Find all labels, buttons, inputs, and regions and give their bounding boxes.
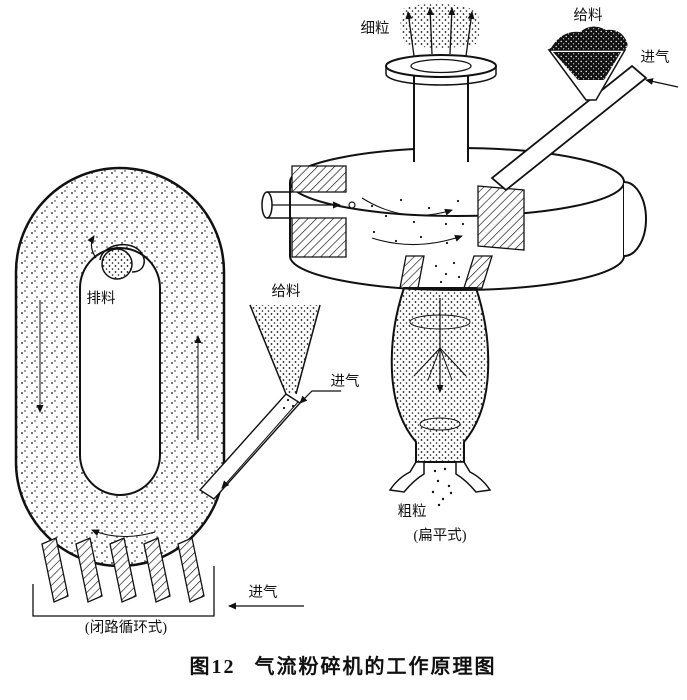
- material-heap-grain: [548, 26, 628, 50]
- nozzle-blade: [143, 537, 171, 603]
- loop-air-inlet-lower-label: 进气: [249, 584, 278, 601]
- discharge-label: 排料: [87, 290, 116, 307]
- nozzle-blade: [177, 537, 205, 603]
- coarse-particle-stream: [431, 467, 453, 507]
- nozzle-blades: [41, 537, 205, 603]
- figure-caption-number: 图12: [190, 655, 236, 678]
- chute-flow-arrow: [221, 401, 299, 489]
- base-bracket: [32, 566, 215, 617]
- feed-pipe: [490, 64, 648, 192]
- mill-right-endcap: [623, 181, 647, 257]
- closed-loop-mill: 排料 给料 进气 进气: [14, 166, 360, 636]
- loop-flow-arrows: [36, 300, 202, 538]
- loop-feed-label: 给料: [272, 283, 301, 300]
- section-wall-lower: [291, 217, 347, 258]
- loop-feed-funnel-walls: [249, 304, 321, 395]
- chamber-swirl-arrows: [361, 197, 463, 246]
- funnel-material-grain: [553, 52, 621, 80]
- mill-bottom-edge: [289, 255, 625, 291]
- classifier-scroll: [99, 243, 145, 273]
- nozzle-blade: [41, 537, 69, 603]
- collector-internals: [409, 298, 471, 431]
- loop-feed-chute: [198, 393, 302, 500]
- flat-mill: 细粒 给料 进气: [261, 3, 679, 544]
- spray-fan: [413, 347, 467, 381]
- fine-particle-arrows: [405, 7, 475, 57]
- loop-air-inlet-upper-label: 进气: [331, 373, 360, 390]
- throat-wall-right: [463, 255, 493, 289]
- section-wall-upper: [291, 165, 347, 193]
- chamber-particles: [370, 198, 465, 284]
- mill-section-walls: [291, 165, 525, 289]
- loop-feed-funnel: [250, 305, 320, 394]
- figure-caption-title: 气流粉碎机的工作原理图: [254, 654, 497, 678]
- flat-feed-label: 给料: [574, 7, 603, 24]
- loop-air-inlet-upper-arrow: [299, 390, 341, 404]
- classifier-wheel: [101, 248, 133, 280]
- chute-particles: [282, 398, 295, 410]
- outlet-flange-rim: [385, 66, 497, 86]
- flat-air-inlet-arrow: [645, 78, 679, 88]
- fine-particle-plume: [400, 3, 480, 49]
- throat-wall-left: [399, 255, 425, 289]
- nozzle-port: [348, 201, 356, 209]
- section-wall-inner: [477, 185, 525, 251]
- injector-pipe: [261, 191, 356, 219]
- collector-foot-right: [455, 461, 492, 493]
- flat-air-inlet-label: 进气: [641, 49, 670, 66]
- discharge-arrow: [87, 235, 97, 259]
- outlet-tube: [413, 70, 469, 162]
- loop-inner-ring: [79, 247, 161, 496]
- closed-loop-type-label: (闭路循环式): [85, 619, 167, 636]
- coarse-particles-label: 粗粒: [398, 503, 427, 520]
- figure-caption: 图12 气流粉碎机的工作原理图: [190, 654, 497, 678]
- nozzle-blade: [75, 537, 103, 603]
- collector-foot-left: [388, 461, 425, 493]
- flat-type-label: (扁平式): [413, 527, 466, 544]
- outlet-flange-bore: [410, 58, 472, 74]
- nozzle-blade: [109, 537, 137, 603]
- fine-particles-label: 细粒: [361, 20, 390, 37]
